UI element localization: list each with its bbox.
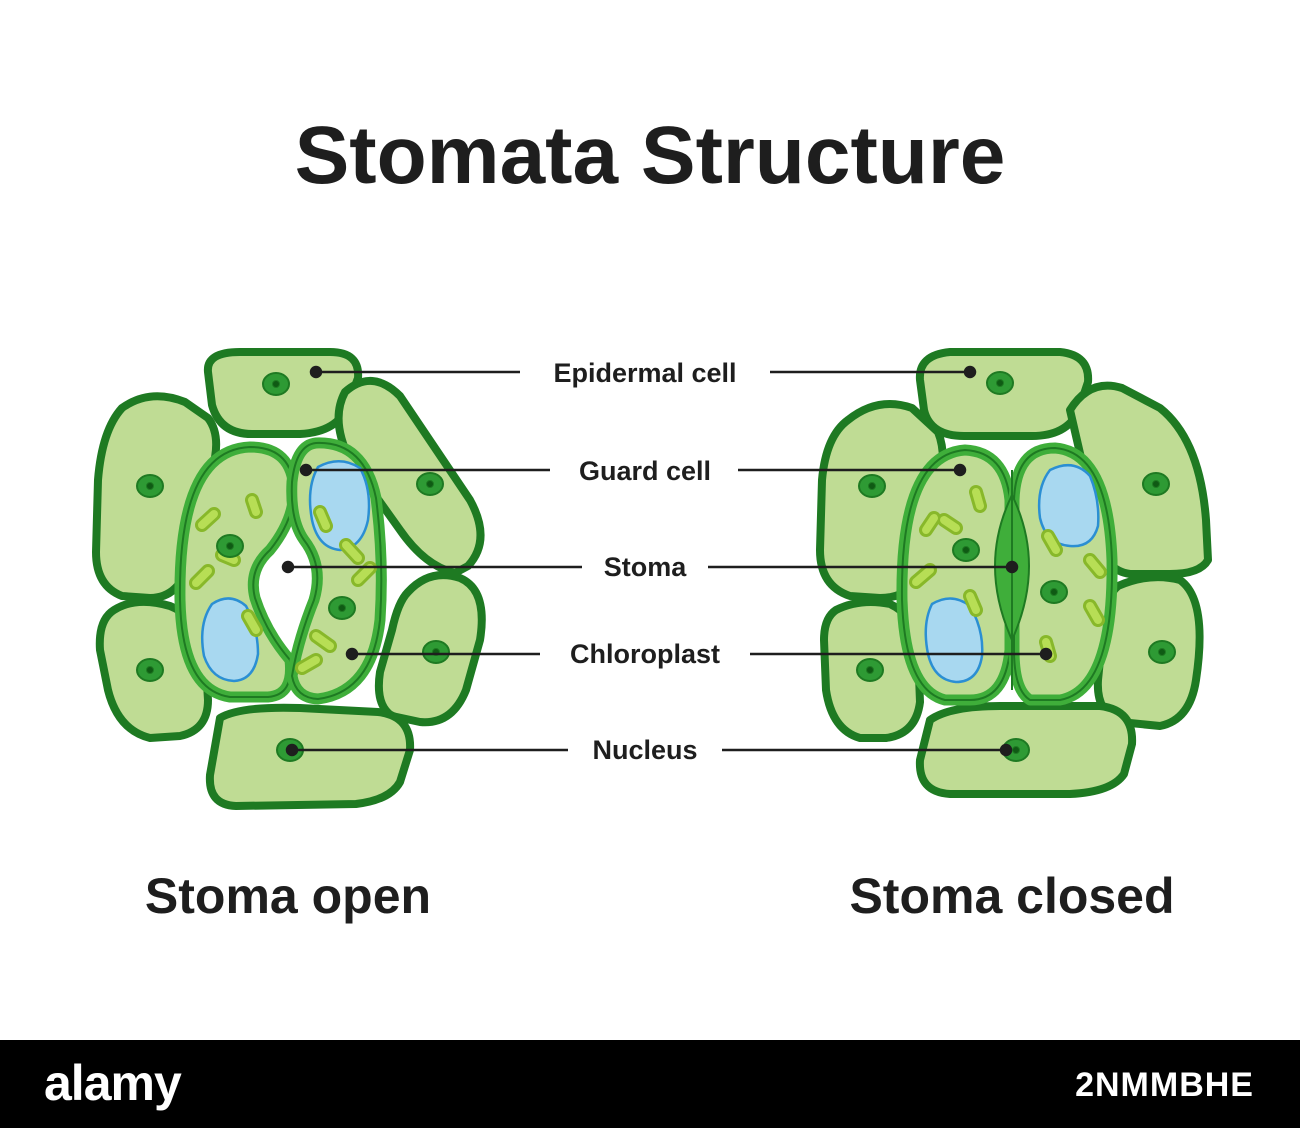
label-stoma: Stoma <box>604 552 688 582</box>
label-chloroplast: Chloroplast <box>570 639 720 669</box>
caption-stoma-closed: Stoma closed <box>849 868 1174 924</box>
open-stoma-group <box>92 348 486 810</box>
caption-stoma-open: Stoma open <box>145 868 431 924</box>
page-title: Stomata Structure <box>295 110 1006 201</box>
label-epidermal-cell: Epidermal cell <box>553 358 736 388</box>
label-nucleus: Nucleus <box>592 735 697 765</box>
leader-lines <box>281 365 1053 757</box>
epidermal-cells-open <box>92 348 486 810</box>
closed-stoma-group <box>816 348 1212 798</box>
brand-logo: alamy <box>44 1055 182 1111</box>
label-guard-cell: Guard cell <box>579 456 711 486</box>
image-id: 2NMMBHE <box>1075 1066 1254 1104</box>
stomata-diagram: Stomata Structure <box>92 110 1212 924</box>
footer-bar: alamy 2NMMBHE <box>0 1040 1300 1128</box>
chloroplasts-open-fill <box>192 496 374 672</box>
